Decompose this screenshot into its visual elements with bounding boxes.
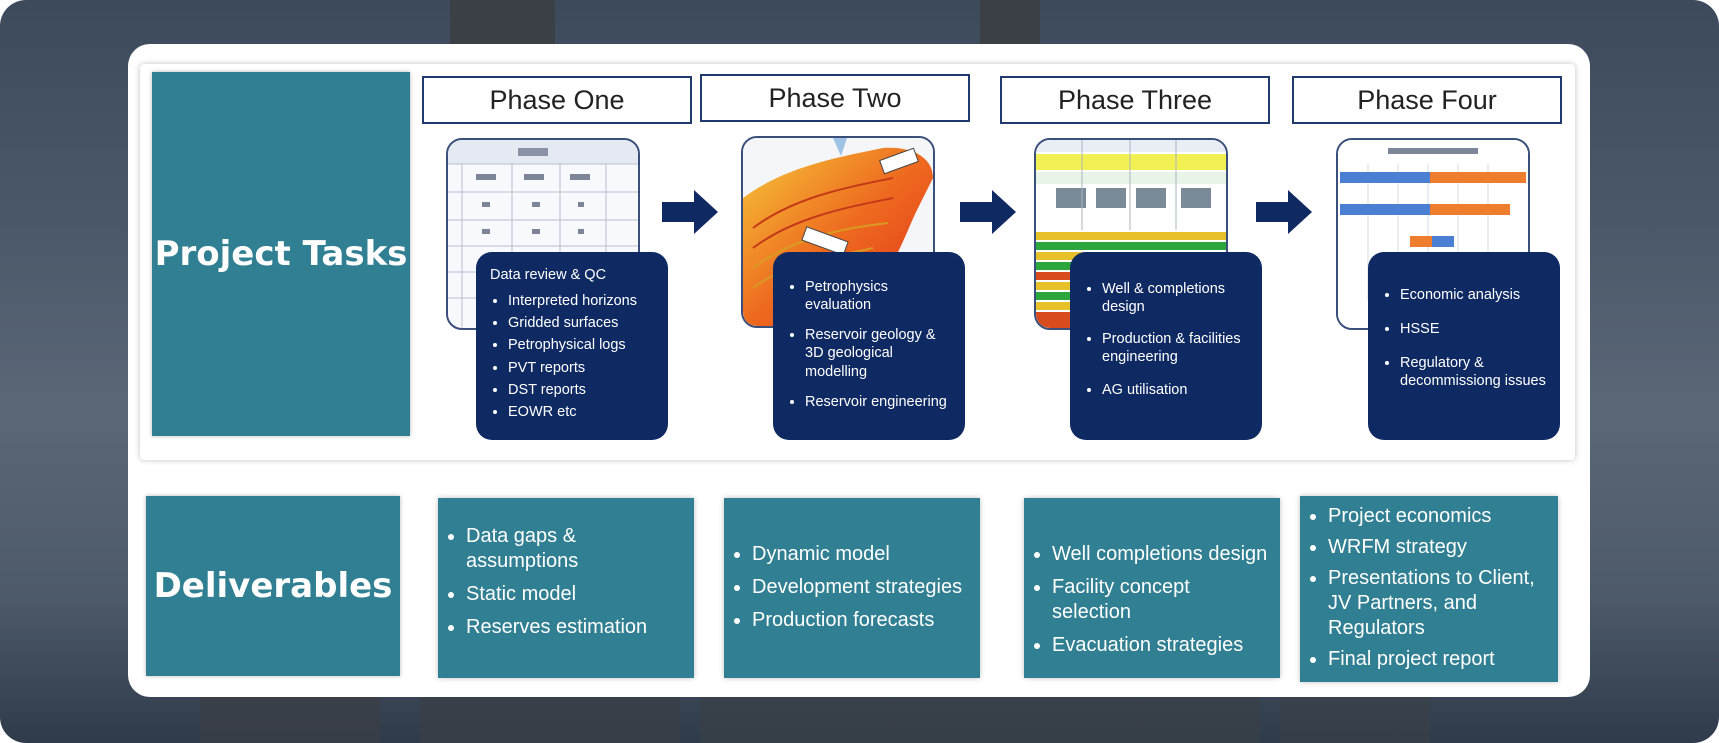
phase-one-tasks-box: Data review & QC Interpreted horizons Gr… — [476, 252, 668, 440]
phase-one-title-text: Phase One — [489, 84, 625, 115]
phase-two-deliverable-item: Dynamic model — [752, 542, 970, 567]
phase-one-deliverable-item: Reserves estimation — [466, 615, 684, 640]
phase-four-deliverables-list: Project economics WRFM strategy Presenta… — [1310, 504, 1548, 672]
phase-two-deliverable-item: Development strategies — [752, 575, 970, 600]
phase-two-task-item: Reservoir geology & 3D geological modell… — [805, 326, 951, 380]
phase-two-task-item: Petrophysics evaluation — [805, 278, 951, 314]
phase-three-deliverable-item: Evacuation strategies — [1052, 633, 1270, 658]
bg-structure-bottom-4 — [1280, 697, 1430, 743]
phase-three-to-four-arrow — [1256, 190, 1312, 234]
phase-four-task-item: HSSE — [1400, 320, 1546, 338]
bg-structure-bottom-2 — [420, 697, 680, 743]
phase-four-deliverable-item: Presentations to Client, JV Partners, an… — [1328, 566, 1548, 641]
phase-three-deliverable-item: Well completions design — [1052, 542, 1270, 567]
phase-two-deliverable-item: Production forecasts — [752, 608, 970, 633]
phase-one-task-item: Gridded surfaces — [508, 314, 654, 332]
deliverables-label: Deliverables — [146, 496, 400, 676]
phase-four-deliverables-box: Project economics WRFM strategy Presenta… — [1300, 496, 1558, 682]
phase-four-title-text: Phase Four — [1357, 84, 1497, 115]
deliverables-label-text: Deliverables — [153, 566, 393, 606]
phase-four-task-item: Economic analysis — [1400, 286, 1546, 304]
phase-one-deliverables-list: Data gaps & assumptions Static model Res… — [448, 524, 684, 640]
phase-one-task-list: Interpreted horizons Gridded surfaces Pe… — [490, 292, 654, 421]
phase-two-deliverables-box: Dynamic model Development strategies Pro… — [724, 498, 980, 678]
phase-three-deliverable-item: Facility concept selection — [1052, 575, 1270, 625]
phase-four-task-item: Regulatory & decommissiong issues — [1400, 354, 1546, 390]
phase-three-deliverables-list: Well completions design Facility concept… — [1034, 542, 1270, 658]
phase-three-task-item: Production & facilities engineering — [1102, 330, 1248, 366]
data-table-image — [448, 140, 638, 328]
phase-two-deliverables-list: Dynamic model Development strategies Pro… — [734, 542, 970, 633]
phase-three-task-item: AG utilisation — [1102, 381, 1248, 399]
phase-four-title: Phase Four — [1292, 76, 1562, 124]
phase-three-title: Phase Three — [1000, 76, 1270, 124]
phase-one-task-item: Interpreted horizons — [508, 292, 654, 310]
phase-three-tasks-box: Well & completions design Production & f… — [1070, 252, 1262, 440]
phase-one-task-item: Petrophysical logs — [508, 336, 654, 354]
phase-one-task-item: DST reports — [508, 381, 654, 399]
phase-one-task-heading: Data review & QC — [490, 267, 607, 283]
phase-four-deliverable-item: Project economics — [1328, 504, 1548, 529]
phase-two-to-three-arrow — [960, 190, 1016, 234]
phase-four-deliverable-item: Final project report — [1328, 647, 1548, 672]
phase-four-deliverable-item: WRFM strategy — [1328, 535, 1548, 560]
phase-one-to-two-arrow — [662, 190, 718, 234]
phase-one-task-item: EOWR etc — [508, 403, 654, 421]
phase-one-task-item: PVT reports — [508, 359, 654, 377]
phase-three-task-list: Well & completions design Production & f… — [1084, 280, 1248, 399]
phase-two-tasks-box: Petrophysics evaluation Reservoir geolog… — [773, 252, 965, 440]
phase-one-title: Phase One — [422, 76, 692, 124]
bg-structure-bottom-3 — [700, 697, 1260, 743]
bg-structure-top-right — [980, 0, 1040, 44]
project-tasks-label-text: Project Tasks — [154, 234, 408, 274]
phase-one-deliverables-box: Data gaps & assumptions Static model Res… — [438, 498, 694, 678]
phase-four-task-list: Economic analysis HSSE Regulatory & deco… — [1382, 286, 1546, 391]
bg-structure-bottom-1 — [200, 697, 380, 743]
phase-one-deliverable-item: Data gaps & assumptions — [466, 524, 684, 574]
project-tasks-label: Project Tasks — [152, 72, 410, 436]
phase-two-task-list: Petrophysics evaluation Reservoir geolog… — [787, 278, 951, 411]
phase-four-tasks-box: Economic analysis HSSE Regulatory & deco… — [1368, 252, 1560, 440]
phase-two-title-text: Phase Two — [768, 82, 902, 113]
phase-two-task-item: Reservoir engineering — [805, 393, 951, 411]
phase-three-title-text: Phase Three — [1057, 84, 1213, 115]
phase-three-deliverables-box: Well completions design Facility concept… — [1024, 498, 1280, 678]
phase-three-task-item: Well & completions design — [1102, 280, 1248, 316]
diagram-panel: Project Tasks Phase One Phase Two Phase … — [128, 44, 1590, 697]
phase-one-deliverable-item: Static model — [466, 582, 684, 607]
bg-structure-top-left — [450, 0, 555, 44]
phase-two-title: Phase Two — [700, 74, 970, 122]
